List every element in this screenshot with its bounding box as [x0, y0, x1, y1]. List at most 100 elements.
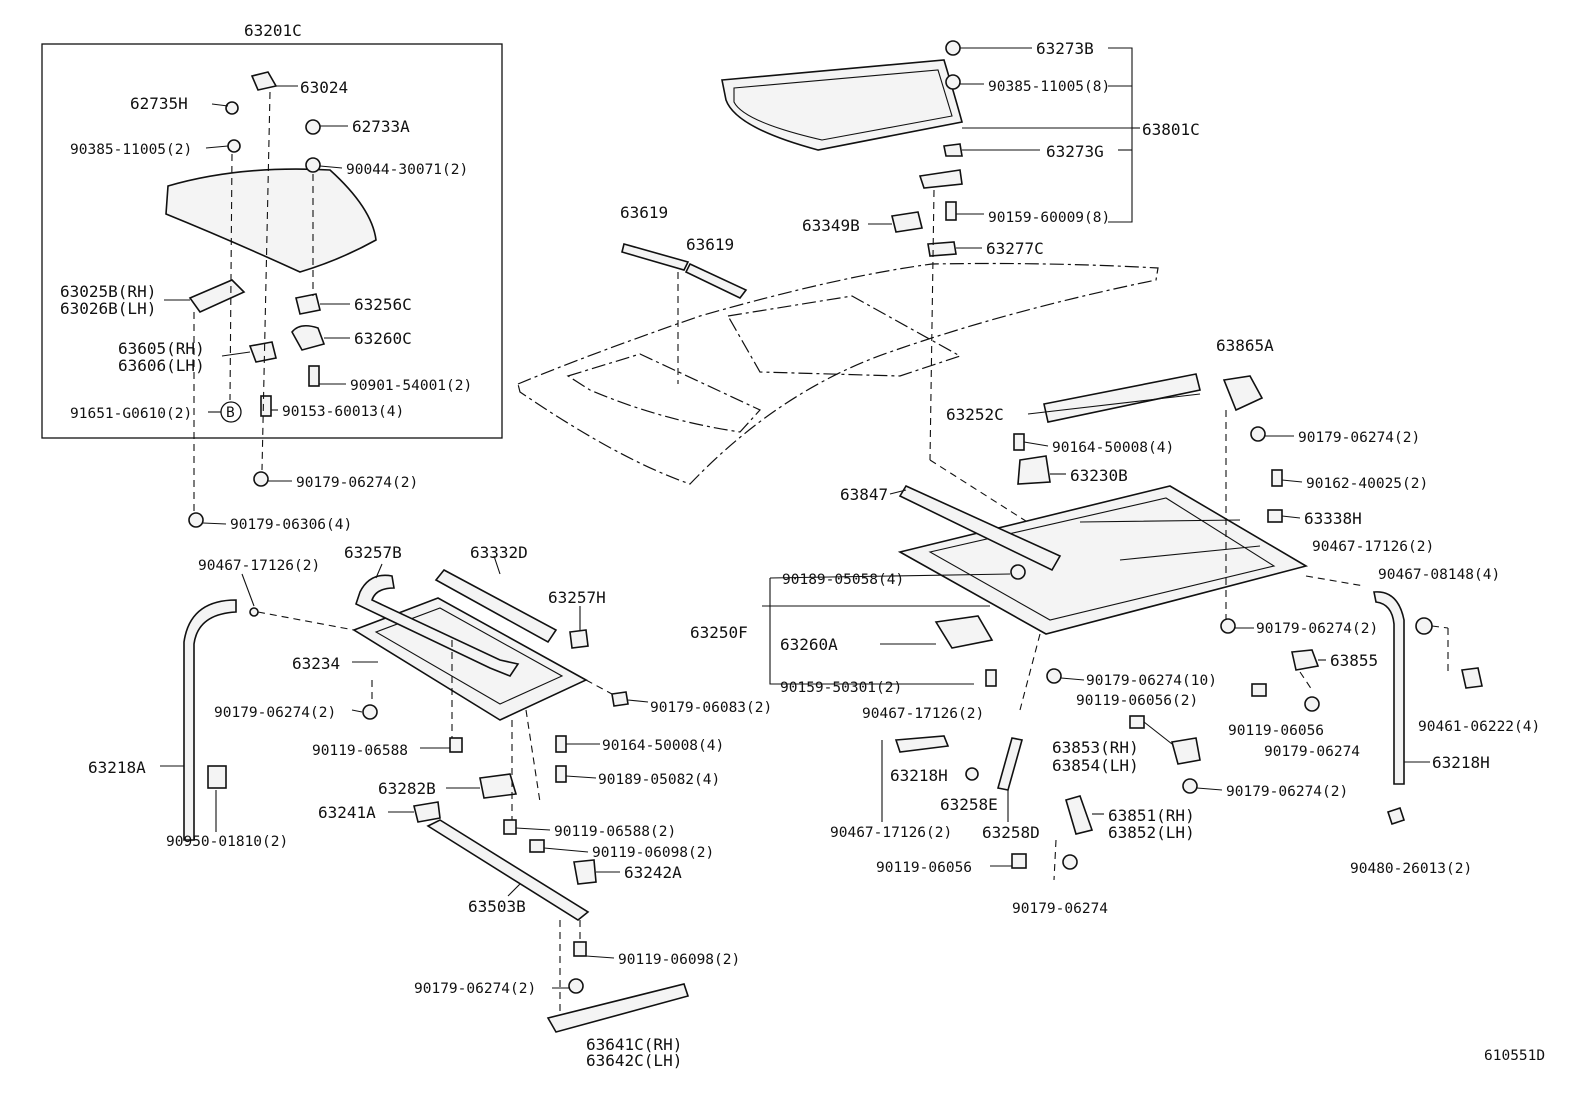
plug-90480 [1386, 806, 1406, 826]
clip-90044 [305, 157, 321, 173]
inset-frame [41, 43, 503, 439]
drain-hose-63218A [183, 599, 237, 841]
label-63252C: 63252C [946, 405, 1004, 424]
bracket-63260A [934, 615, 994, 649]
roof-opening-rear [727, 295, 962, 377]
cap-90950 [207, 765, 227, 789]
clip-90179-06083 [611, 691, 629, 707]
nut-90179-b [1250, 426, 1266, 442]
callout-b-letter: B [226, 405, 235, 421]
label-90119-06098-2-a: 90119-06098(2) [592, 845, 714, 861]
stopper-63605 [248, 341, 277, 363]
label-90467-17126-2-c: 90467-17126(2) [830, 825, 952, 841]
clip-63257H [569, 629, 589, 649]
label-90480-26013-2: 90480-26013(2) [1350, 861, 1472, 877]
label-63851: 63851(RH) [1108, 806, 1195, 825]
label-63619-a: 63619 [620, 203, 668, 222]
nut-90189 [1010, 564, 1026, 580]
inset-group-label: 63201C [244, 21, 302, 40]
label-63218H-a: 63218H [890, 766, 948, 785]
screw-90189-05082 [555, 765, 567, 783]
plate-63256C [295, 293, 321, 315]
label-63277C: 63277C [986, 239, 1044, 258]
screw-90164-a [1013, 433, 1025, 451]
label-90385-11005-8: 90385-11005(8) [988, 79, 1110, 95]
clip-90467-17126-d [249, 607, 259, 617]
bracket-63241A [413, 801, 441, 823]
label-63218A: 63218A [88, 758, 146, 777]
label-90461-06222-4: 90461-06222(4) [1418, 719, 1540, 735]
label-63250F: 63250F [690, 623, 748, 642]
bracket-63242A [573, 859, 597, 885]
bracket-90159 [918, 169, 963, 189]
label-90901-54001-2: 90901-54001(2) [350, 378, 472, 394]
label-90179-06274-2-a: 90179-06274(2) [296, 475, 418, 491]
figure-id: 610551D [1484, 1048, 1545, 1064]
part-63349B [891, 211, 923, 233]
label-63026B: 63026B(LH) [60, 299, 156, 318]
bolt-90119-06098-b [573, 941, 587, 957]
label-63853: 63853(RH) [1052, 738, 1139, 757]
nut-90179-c [1220, 618, 1236, 634]
label-63242A: 63242A [624, 863, 682, 882]
bolt-90119-06588-2 [503, 819, 517, 835]
label-90164-50008-4-a: 90164-50008(4) [1052, 440, 1174, 456]
label-63606: 63606(LH) [118, 356, 205, 375]
nut-90179-06306 [188, 512, 204, 528]
label-63257B: 63257B [344, 543, 402, 562]
label-90179-06083-2: 90179-06083(2) [650, 700, 772, 716]
label-90179-06274-2-f: 90179-06274(2) [414, 981, 536, 997]
clip-63258E [965, 767, 979, 781]
label-63847: 63847 [840, 485, 888, 504]
grommet-90467-08148 [1415, 617, 1433, 635]
clip-90461 [1461, 667, 1483, 689]
label-90119-06098-2-b: 90119-06098(2) [618, 952, 740, 968]
label-90119-06056-2: 90119-06056(2) [1076, 693, 1198, 709]
screw-90159-60009 [945, 201, 957, 221]
weatherstrip-63619-b [684, 262, 748, 300]
bracket-63865A [1222, 375, 1264, 412]
label-63234: 63234 [292, 654, 340, 673]
screw-90162 [1271, 469, 1283, 487]
label-90950-01810-2: 90950-01810(2) [166, 834, 288, 850]
bolt-90119-c [1011, 853, 1027, 869]
label-90162-40025-2: 90162-40025(2) [1306, 476, 1428, 492]
bracket-63260C [291, 324, 326, 351]
label-63855: 63855 [1330, 651, 1378, 670]
bolt-90119-b [1129, 715, 1145, 729]
label-63258D: 63258D [982, 823, 1040, 842]
label-63865A: 63865A [1216, 336, 1274, 355]
roof-opening-front [566, 353, 761, 433]
label-63256C: 63256C [354, 295, 412, 314]
housing-frame [897, 485, 1309, 635]
bolt-90119-a [1251, 683, 1267, 697]
clip-62735H [225, 101, 239, 115]
label-62735H: 62735H [130, 94, 188, 113]
nut-90179-h [568, 978, 584, 994]
label-63605: 63605(RH) [118, 339, 205, 358]
label-90189-05082-4: 90189-05082(4) [598, 772, 720, 788]
label-90467-17126-2-b: 90467-17126(2) [862, 706, 984, 722]
screw-90159-50301 [985, 669, 997, 687]
clip-90385-a [227, 139, 241, 153]
label-63257H: 63257H [548, 588, 606, 607]
label-63273B: 63273B [1036, 39, 1094, 58]
seal-63332D [434, 568, 558, 644]
rail-63641C [546, 983, 690, 1033]
nut-90179-g [362, 704, 378, 720]
clip-63273B [945, 40, 961, 56]
label-91651-G0610-2: 91651-G0610(2) [70, 406, 192, 422]
guide-shoe-63025B [188, 279, 246, 314]
label-90159-60009-8: 90159-60009(8) [988, 210, 1110, 226]
weatherstrip-63619-a [621, 243, 690, 271]
block-63338H [1267, 509, 1283, 523]
label-90153-60013-4: 90153-60013(4) [282, 404, 404, 420]
label-63258E: 63258E [940, 795, 998, 814]
label-63241A: 63241A [318, 803, 376, 822]
label-63852: 63852(LH) [1108, 823, 1195, 842]
spacer-63277C [927, 241, 957, 257]
sunshade-knob [250, 71, 278, 91]
label-90119-06588-a: 90119-06588 [312, 743, 408, 759]
label-63619-b: 63619 [686, 235, 734, 254]
